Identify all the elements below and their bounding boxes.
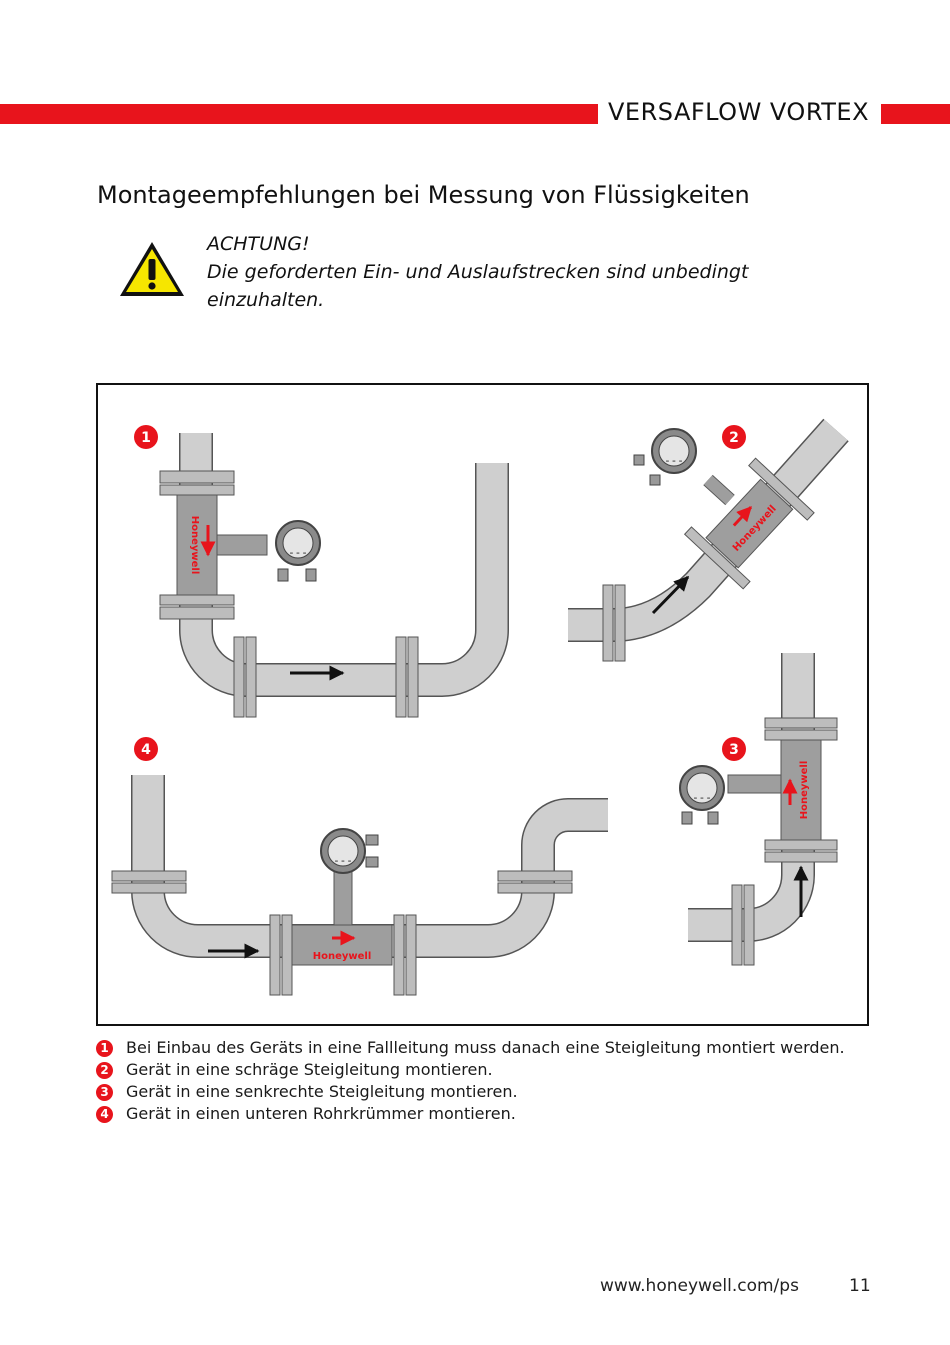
legend-number-1: 1 (96, 1039, 113, 1057)
legend-item-1: 1 Bei Einbau des Geräts in eine Fallleit… (96, 1037, 845, 1059)
diagram-1-fallleitung: Honeywell --- 1 (134, 425, 509, 718)
header-red-bar-left (0, 104, 598, 124)
legend-item-2: 2 Gerät in eine schräge Steigleitung mon… (96, 1059, 845, 1081)
installation-figure: Honeywell --- 1 Honeywell --- 2 (96, 383, 869, 1026)
svg-text:---: --- (333, 854, 353, 867)
legend-text-1: Bei Einbau des Geräts in eine Fallleitun… (126, 1038, 845, 1057)
legend-text-4: Gerät in einen unteren Rohrkrümmer monti… (126, 1104, 516, 1123)
legend-item-4: 4 Gerät in einen unteren Rohrkrümmer mon… (96, 1103, 845, 1125)
warning-icon (120, 242, 184, 296)
warning-block: ACHTUNG! Die geforderten Ein- und Auslau… (207, 230, 827, 314)
legend-text-2: Gerät in eine schräge Steigleitung monti… (126, 1060, 493, 1079)
legend-number-2: 2 (96, 1061, 113, 1079)
warning-text: Die geforderten Ein- und Auslaufstrecken… (207, 261, 749, 311)
marker-4: 4 (141, 742, 151, 758)
marker-1: 1 (141, 430, 151, 446)
page-title: Montageempfehlungen bei Messung von Flüs… (97, 181, 750, 209)
footer-url: www.honeywell.com/ps (600, 1276, 799, 1296)
flowmeter-body-2 (705, 478, 794, 569)
header-red-bar-right (881, 104, 950, 124)
legend-item-3: 3 Gerät in eine senkrechte Steigleitung … (96, 1081, 845, 1103)
diagram-2-schraege-steigleitung: Honeywell --- 2 (568, 418, 849, 662)
svg-text:Honeywell: Honeywell (313, 951, 372, 962)
page-number: 11 (849, 1276, 871, 1296)
installation-diagram: Honeywell --- 1 Honeywell --- 2 (111, 418, 849, 996)
legend-number-4: 4 (96, 1105, 113, 1123)
warning-heading: ACHTUNG! (207, 233, 310, 255)
diagram-3-senkrechte-steigleitung: Honeywell --- 3 (679, 653, 838, 966)
legend-text-3: Gerät in eine senkrechte Steigleitung mo… (126, 1082, 518, 1101)
diagram-4-unterer-rohrkruemmer: Honeywell --- 4 (111, 737, 608, 996)
marker-2: 2 (729, 430, 739, 446)
legend-list: 1 Bei Einbau des Geräts in eine Fallleit… (96, 1037, 845, 1125)
product-name: VERSAFLOW VORTEX (608, 98, 870, 126)
svg-text:---: --- (288, 546, 308, 559)
brand-label-1: Honeywell (189, 516, 200, 575)
svg-text:---: --- (692, 791, 712, 804)
marker-3: 3 (729, 742, 739, 758)
svg-text:---: --- (664, 454, 684, 467)
legend-number-3: 3 (96, 1083, 113, 1101)
svg-text:Honeywell: Honeywell (799, 761, 810, 820)
